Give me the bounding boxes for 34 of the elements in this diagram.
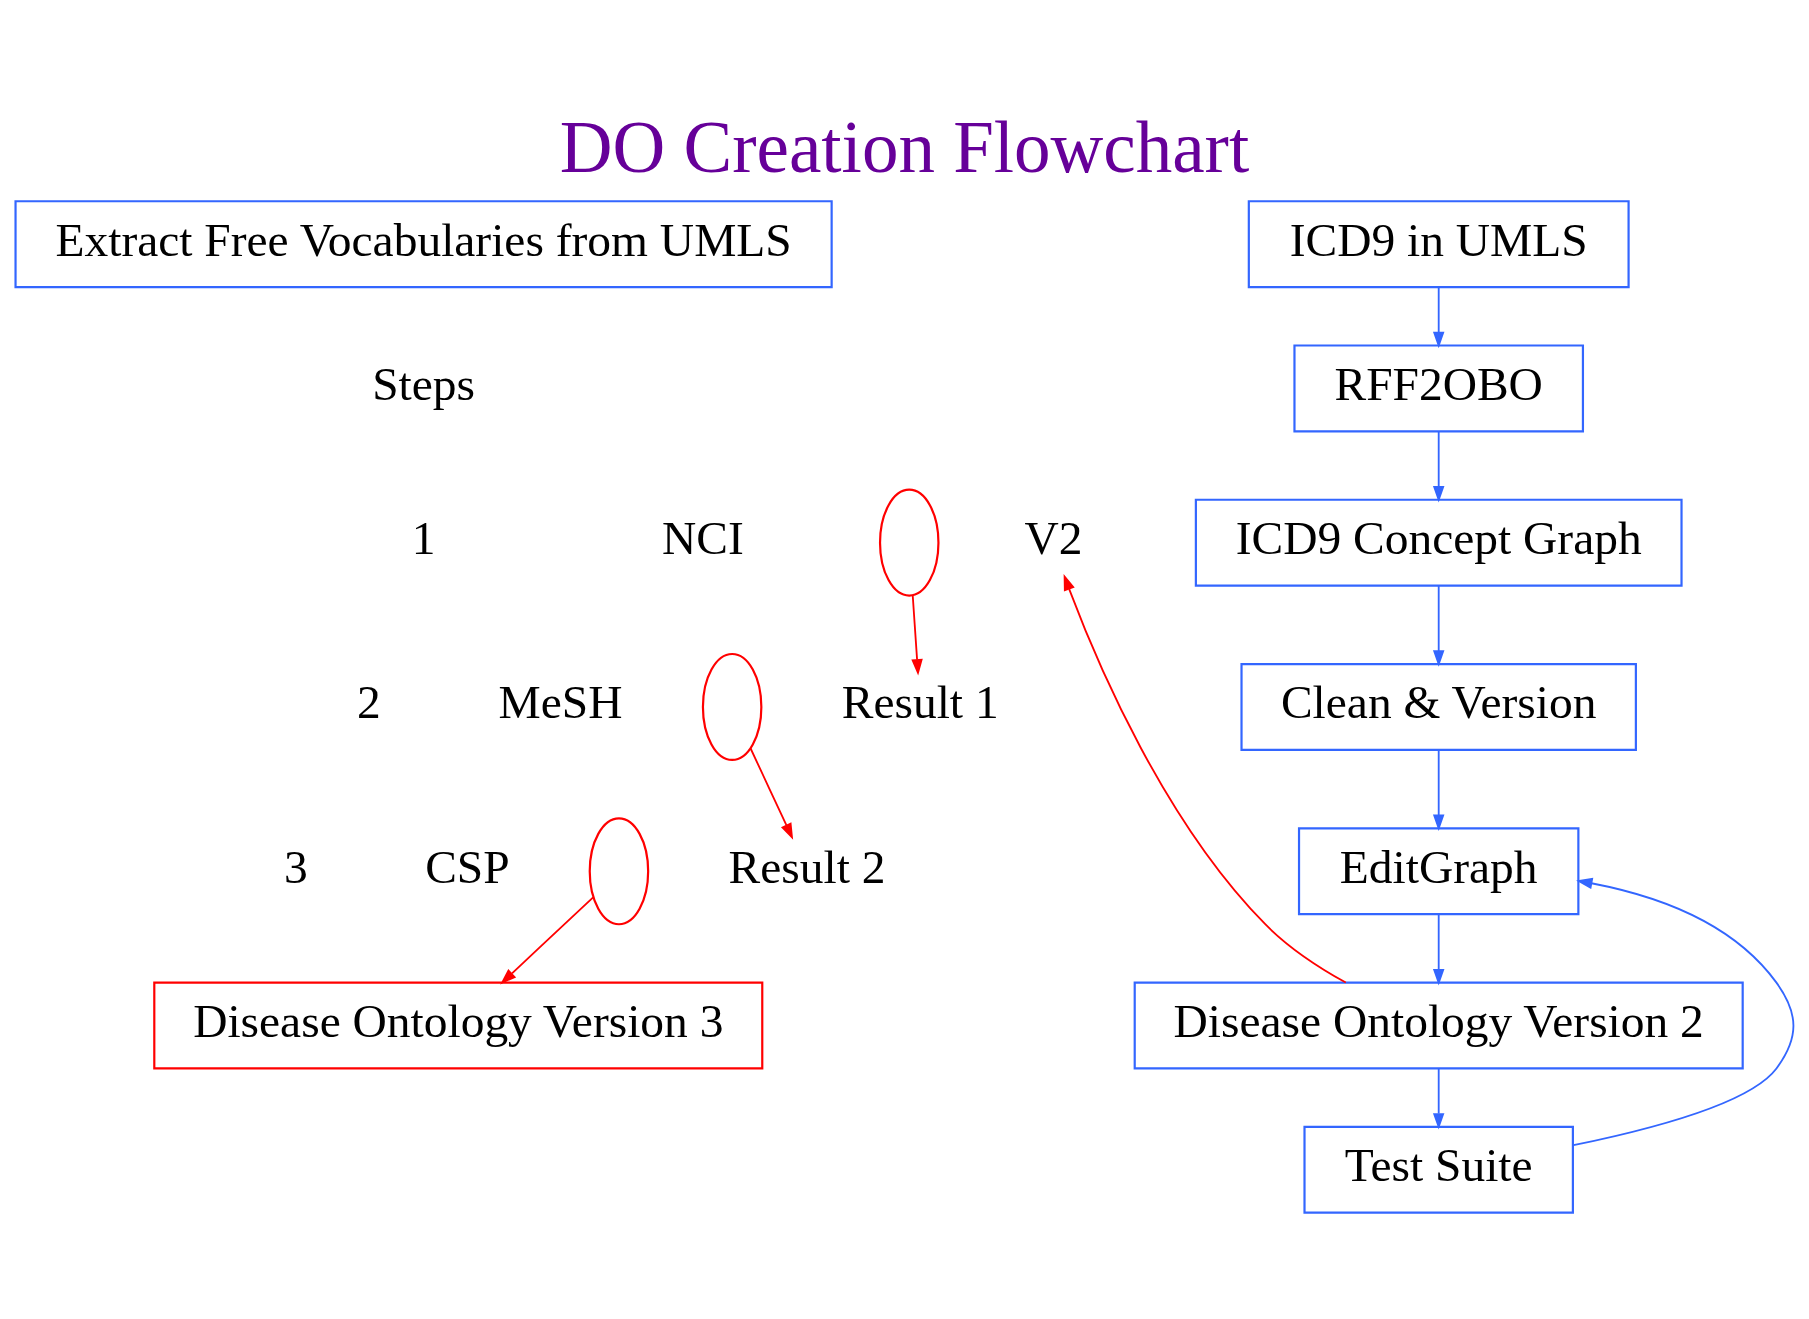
arrow (1432, 1067, 1445, 1130)
arrow (1572, 877, 1795, 1147)
arrow (1432, 749, 1445, 831)
arrow (1432, 430, 1445, 503)
arrow (500, 896, 595, 985)
node-text: Result 2 (728, 840, 886, 893)
node-box: ICD9 in UMLS (1247, 200, 1630, 289)
node-circle (588, 817, 650, 926)
node-box: Disease Ontology Version 2 (1133, 981, 1744, 1070)
node-box: Extract Free Vocabularies from UMLS (14, 200, 833, 289)
node-box: RFF2OBO (1293, 344, 1585, 433)
node-box: EditGraph (1297, 827, 1580, 916)
diagram-title: DO Creation Flowchart (559, 107, 1250, 189)
arrow (1432, 913, 1445, 986)
arrow (1063, 574, 1347, 984)
node-circle (878, 488, 940, 597)
arrow (1432, 286, 1445, 349)
node-text: Result 1 (841, 676, 999, 729)
label: 2 (356, 676, 381, 729)
label: 1 (411, 512, 436, 565)
label: CSP (425, 840, 510, 893)
arrow (749, 747, 794, 840)
node-circle (701, 652, 763, 761)
node-text: V2 (1024, 512, 1083, 565)
arrow (1432, 584, 1445, 667)
label: MeSH (498, 676, 623, 729)
label: NCI (662, 512, 744, 565)
node-box: ICD9 Concept Graph (1194, 498, 1683, 587)
node-box: Clean & Version (1240, 662, 1637, 751)
label: 3 (283, 840, 308, 893)
label: Steps (372, 357, 476, 410)
node-box: Disease Ontology Version 3 (153, 981, 764, 1070)
node-box: Test Suite (1303, 1125, 1574, 1214)
arrow (911, 594, 923, 676)
